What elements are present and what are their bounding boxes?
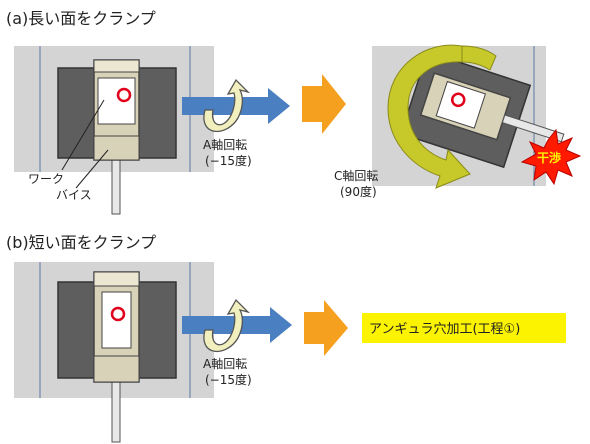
hole-marker-a: [116, 87, 132, 103]
vise-spindle-b: [111, 377, 121, 443]
leader-work: [61, 99, 105, 171]
rotated-spindle: [501, 114, 565, 143]
vise-jaw-top-b: [93, 271, 140, 287]
result-highlight: [362, 313, 566, 343]
vise-jaw-top-a: [93, 59, 140, 73]
label-c-axis-line1: C軸回転: [334, 169, 378, 183]
rotated-vise-group: [400, 51, 565, 169]
orange-arrow-a: [302, 74, 346, 134]
heading-a: (a)長い面をクランプ: [6, 9, 156, 28]
label-b-a-axis-line2: (−15度): [205, 372, 252, 387]
work-piece-a: [97, 77, 136, 125]
leader-vise: [75, 149, 109, 189]
label-c-axis-line2: (90度): [340, 184, 377, 199]
label-result: アンギュラ穴加工(工程①): [369, 322, 520, 337]
label-b-a-axis-line1: A軸回転: [203, 357, 247, 371]
hole-marker-rotated: [450, 92, 466, 108]
rotation-arrow-a: [203, 78, 251, 133]
vise-jaw-bottom-b: [93, 355, 140, 383]
label-work: ワーク: [28, 172, 64, 186]
label-a-axis-line2: (−15度): [205, 153, 252, 168]
interference-burst: [520, 128, 582, 186]
rotation-arrow-b: [203, 298, 251, 353]
label-a-axis-line1: A軸回転: [203, 138, 247, 152]
heading-b: (b)短い面をクランプ: [6, 233, 156, 252]
vise-spindle-a: [111, 159, 121, 215]
label-interference: 干渉: [537, 150, 561, 165]
work-piece-b: [101, 291, 132, 349]
orange-arrow-b: [304, 300, 348, 356]
c-axis-arrow: [387, 44, 471, 189]
label-vise: バイス: [56, 188, 92, 202]
vise-jaw-bottom-a: [93, 135, 140, 161]
hole-marker-b: [110, 306, 126, 322]
c-axis-arrow-top: [461, 45, 497, 71]
